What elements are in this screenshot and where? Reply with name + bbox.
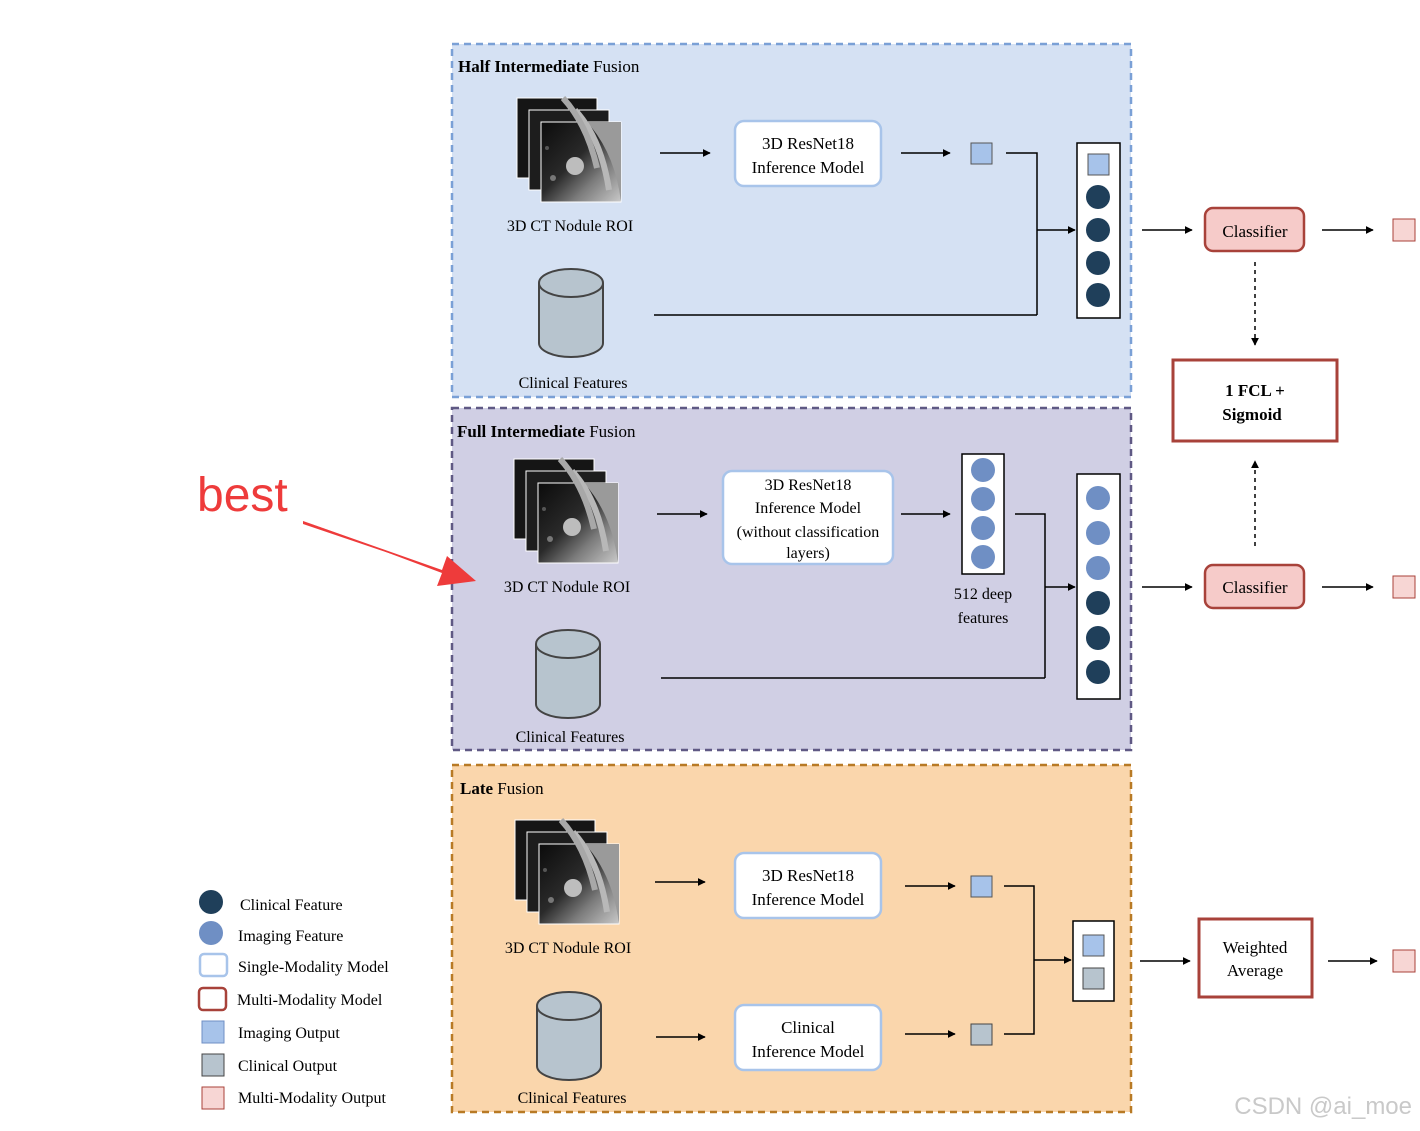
single-modality-model-box (733, 851, 883, 920)
weighted-label-line1: Weighted (1223, 938, 1288, 957)
clinical-features-label: Clinical Features (516, 729, 625, 746)
model-label-line4: layers) (786, 545, 830, 562)
clinical-db-icon (535, 629, 601, 719)
fused-feature-vector (1076, 473, 1121, 700)
model-label-line1: 3D ResNet18 (762, 866, 854, 885)
imaging-feature-circle-icon (199, 921, 223, 945)
fused-feature-vector (1076, 142, 1121, 319)
clinical-model-label-line2: Inference Model (752, 1042, 865, 1061)
clinical-feature-circle (1086, 251, 1110, 275)
multi-modality-output-square (1392, 218, 1416, 242)
multi-modality-output-square-icon (201, 1086, 225, 1110)
model-label-line2: Inference Model (752, 158, 865, 177)
legend-label: Multi-Modality Model (237, 992, 383, 1009)
clinical-features-label: Clinical Features (518, 1090, 627, 1107)
legend-label: Multi-Modality Output (238, 1090, 387, 1107)
single-modality-model-box (733, 1003, 883, 1072)
weighted-label-line2: Average (1227, 961, 1283, 980)
ct-nodule-label: 3D CT Nodule ROI (504, 579, 630, 596)
classifier-box-top (1203, 206, 1306, 253)
imaging-output-square (970, 142, 993, 165)
multi-modality-output-square (1392, 575, 1416, 599)
imaging-feature-circle (971, 545, 995, 569)
imaging-output-square (1082, 934, 1105, 957)
legend-label: Clinical Output (238, 1058, 338, 1075)
clinical-feature-circle (1086, 185, 1110, 209)
classifier-label-top: Classifier (1222, 222, 1287, 241)
half-panel-title: Half Intermediate Fusion (458, 57, 640, 76)
ct-scan-image (517, 98, 621, 202)
full-panel-title: Full Intermediate Fusion (457, 422, 636, 441)
clinical-feature-circle-icon (199, 890, 223, 914)
ct-scan-image (514, 459, 618, 563)
legend: Clinical Feature Imaging Feature Single-… (197, 890, 389, 1110)
imaging-feature-circle (1086, 521, 1110, 545)
ct-nodule-label: 3D CT Nodule ROI (505, 940, 631, 957)
fcl-sigmoid-box (1171, 358, 1339, 443)
clinical-feature-circle (1086, 660, 1110, 684)
model-label-line2: Inference Model (752, 890, 865, 909)
clinical-model-label-line1: Clinical (781, 1018, 835, 1037)
clinical-output-square (970, 1023, 993, 1046)
model-label-line2: Inference Model (755, 500, 862, 517)
fcl-label-line1: 1 FCL + (1225, 381, 1285, 400)
imaging-feature-circle (971, 487, 995, 511)
late-panel-title: Late Fusion (460, 779, 544, 798)
imaging-feature-circle (971, 458, 995, 482)
classifier-box-mid (1203, 563, 1306, 610)
model-label-line1: 3D ResNet18 (762, 134, 854, 153)
clinical-features-label: Clinical Features (519, 375, 628, 392)
clinical-feature-circle (1086, 283, 1110, 307)
full-intermediate-panel: Full Intermediate Fusion 3D CT Nodule RO… (450, 406, 1133, 752)
imaging-feature-circle (1086, 556, 1110, 580)
multi-modality-output-square (1392, 949, 1416, 973)
late-fusion-panel: Late Fusion 3D CT Nodule ROI 3D ResNet18… (450, 763, 1133, 1114)
right-column: Classifier 1 FCL + Sigmoid Classifier We… (1140, 206, 1416, 999)
clinical-db-icon (536, 991, 602, 1081)
best-label: best (197, 469, 288, 522)
multi-modality-box-icon (197, 986, 228, 1012)
model-label-line1: 3D ResNet18 (765, 477, 852, 494)
fcl-label-line2: Sigmoid (1222, 405, 1282, 424)
classifier-label-mid: Classifier (1222, 578, 1287, 597)
best-arrow (303, 521, 476, 586)
best-annotation: best (197, 469, 476, 586)
output-vector (1072, 920, 1115, 1002)
ct-scan-image (515, 820, 619, 924)
clinical-feature-circle (1086, 626, 1110, 650)
model-label-line3: (without classification (737, 524, 880, 541)
imaging-feature-circle (971, 516, 995, 540)
imaging-output-square-icon (201, 1020, 225, 1044)
clinical-feature-circle (1086, 591, 1110, 615)
legend-label: Imaging Output (238, 1025, 340, 1042)
weighted-average-box (1197, 917, 1314, 999)
imaging-output-square (970, 875, 993, 898)
single-modality-model-box (721, 469, 895, 566)
single-modality-box-icon (198, 952, 229, 978)
clinical-feature-circle (1086, 218, 1110, 242)
half-intermediate-panel: Half Intermediate Fusion 3D CT Nodule RO… (450, 42, 1133, 399)
single-modality-model-box (733, 119, 883, 188)
deep-features-label-line1: 512 deep (954, 586, 1012, 603)
legend-label: Imaging Feature (238, 928, 343, 945)
legend-label: Clinical Feature (240, 897, 343, 914)
deep-feature-vector (961, 453, 1005, 575)
clinical-output-square (1082, 967, 1105, 990)
deep-features-label-line2: features (958, 610, 1009, 627)
clinical-db-icon (538, 268, 604, 358)
imaging-output-square (1087, 153, 1110, 176)
ct-nodule-label: 3D CT Nodule ROI (507, 218, 633, 235)
imaging-feature-circle (1086, 486, 1110, 510)
legend-label: Single-Modality Model (238, 959, 389, 976)
clinical-output-square-icon (201, 1053, 225, 1077)
watermark: CSDN @ai_moe (1234, 1093, 1412, 1120)
